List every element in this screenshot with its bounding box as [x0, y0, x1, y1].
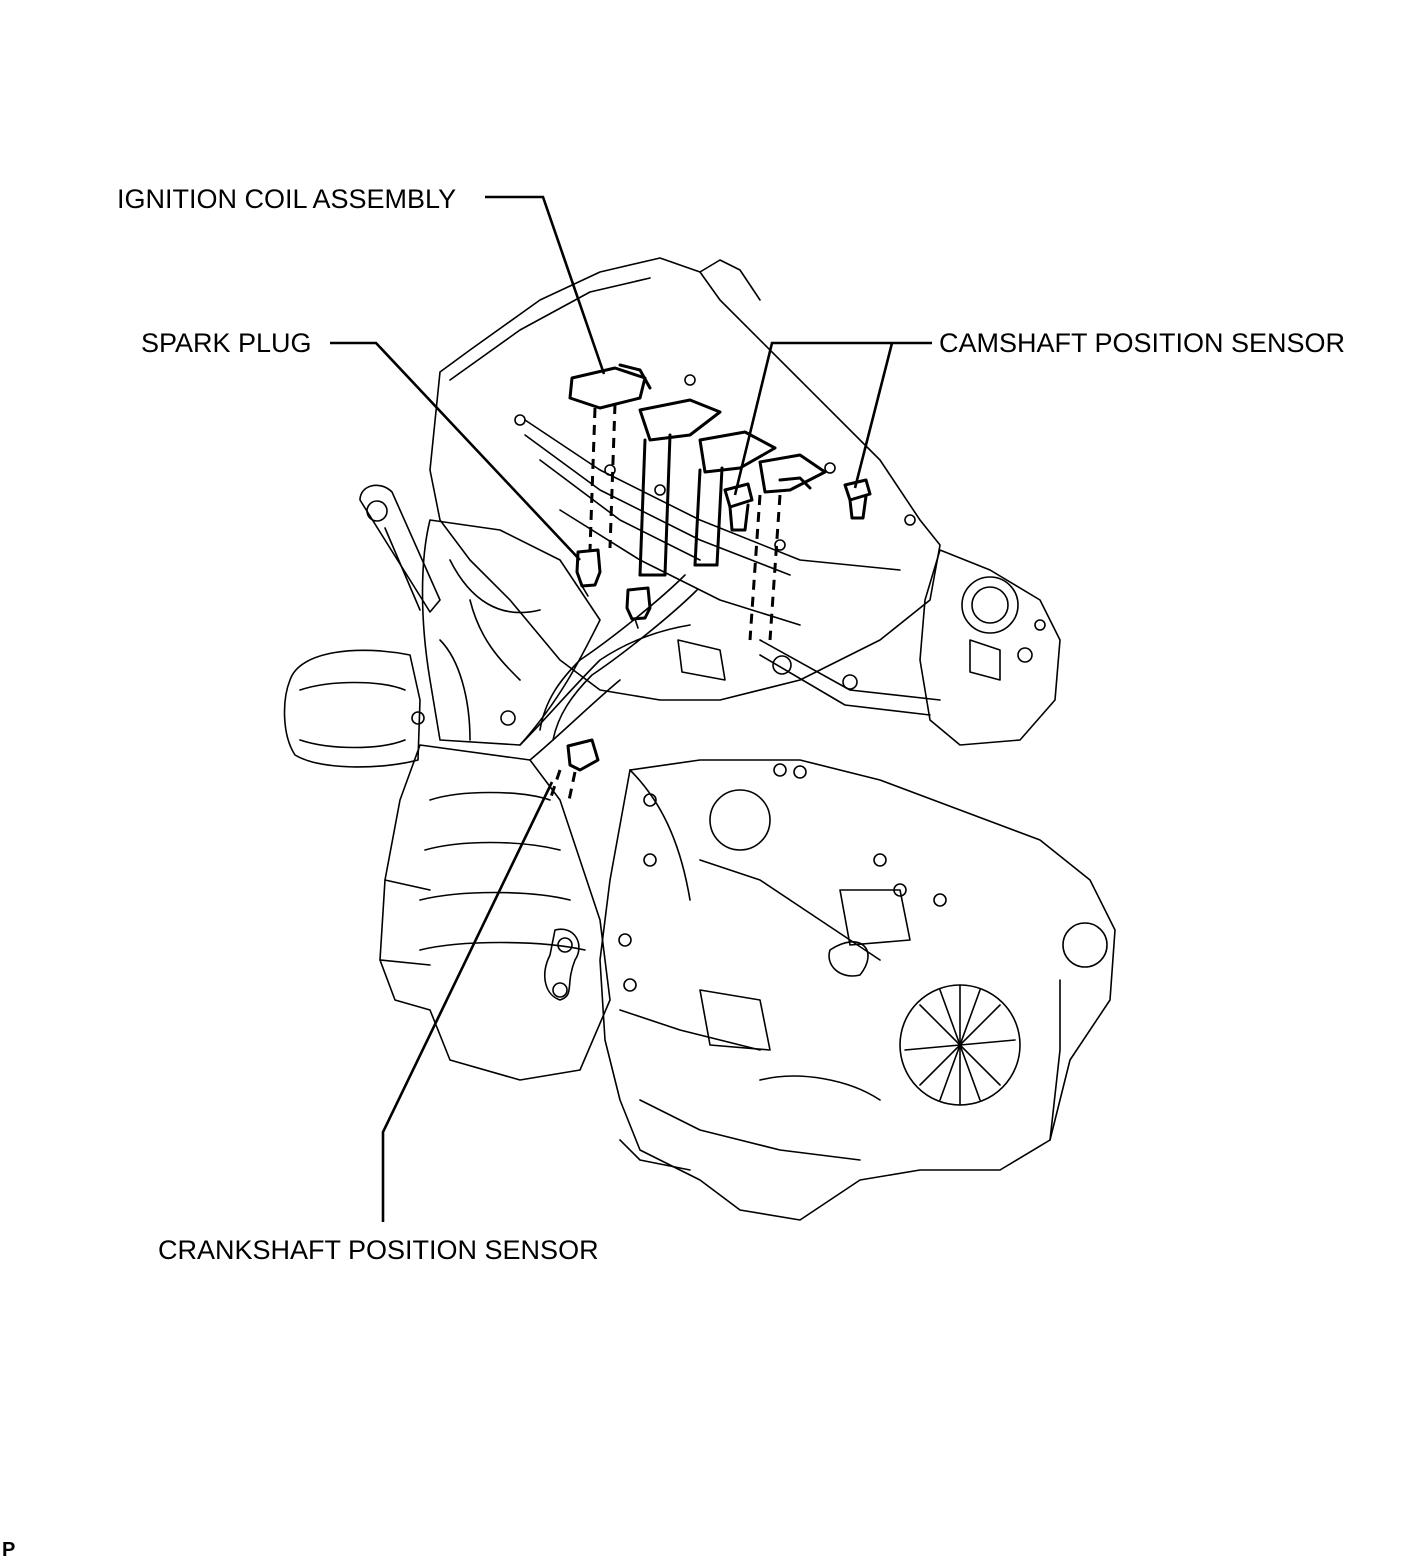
- spark-plugs: [575, 548, 652, 629]
- crankshaft-sensor: [548, 738, 600, 806]
- crankshaft-leader: [381, 781, 554, 1222]
- ignition-coil-leader: [485, 195, 606, 375]
- leader-lines: [330, 195, 932, 1222]
- intake-manifold: [421, 519, 691, 761]
- spark-plug-leader: [330, 341, 581, 561]
- spark-plug-2: [625, 586, 652, 629]
- ignition-coil-4: [748, 453, 827, 641]
- ignition-coil-3: [693, 430, 777, 567]
- transaxle: [599, 759, 1116, 1221]
- crankshaft-sensor-label: CRANKSHAFT POSITION SENSOR: [158, 1235, 599, 1265]
- spark-plug-1: [575, 548, 602, 597]
- ignition-coil-2: [638, 398, 722, 577]
- coolant-pipe: [539, 574, 941, 741]
- camshaft-sensor-intake: [723, 482, 754, 532]
- camshaft-leader-intake: [733, 341, 932, 496]
- lower-left-block: [379, 744, 611, 1081]
- left-mount-block: [283, 649, 425, 768]
- engine-illustration: [283, 257, 1116, 1221]
- camshaft-sensor-exhaust: [843, 478, 872, 520]
- ignition-coils: [568, 363, 827, 641]
- camshaft-sensors: [723, 478, 872, 532]
- ignition-coil-1: [568, 363, 652, 551]
- corner-mark: P: [2, 1539, 15, 1561]
- engine-mount-bracket: [359, 484, 441, 613]
- throttle-body: [919, 549, 1061, 746]
- ignition-coil-label: IGNITION COIL ASSEMBLY: [117, 184, 456, 214]
- camshaft-sensor-label: CAMSHAFT POSITION SENSOR: [939, 328, 1345, 358]
- camshaft-leader-exhaust: [853, 342, 894, 489]
- callout-labels: IGNITION COIL ASSEMBLY SPARK PLUG CAMSHA…: [2, 184, 1345, 1561]
- spark-plug-label: SPARK PLUG: [141, 328, 312, 358]
- cylinder-head: [429, 257, 941, 701]
